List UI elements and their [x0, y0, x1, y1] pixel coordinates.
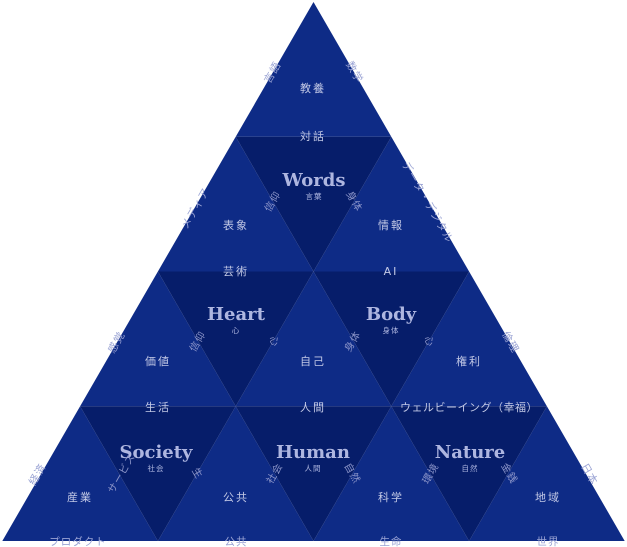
edge-label-bottom-1: プロダクト — [49, 535, 107, 547]
label-seikatsu: 生活 — [145, 400, 171, 414]
label-ai: AI — [384, 265, 399, 278]
label-kachi: 価値 — [145, 355, 171, 368]
concept-heart-label: Heart — [207, 304, 266, 325]
tile-down — [391, 406, 547, 541]
label-hyosho: 表象 — [223, 218, 249, 232]
label-ningen: 人間 — [300, 401, 326, 414]
tile-up — [2, 406, 158, 541]
label-joho: 情報 — [378, 219, 404, 232]
label-kokoro-body: 心 — [421, 334, 437, 350]
label-kenri: 権利 — [456, 354, 482, 368]
concept-human-label: Human — [276, 442, 350, 463]
concept-society-label: Society — [119, 442, 193, 463]
tile-up — [469, 406, 625, 541]
tile-up — [80, 271, 236, 407]
concept-body-label: Body — [366, 304, 417, 325]
label-geijutsu: 芸術 — [223, 265, 249, 278]
label-taiwa: 対話 — [300, 129, 326, 143]
label-kokoro-heart: 心 — [266, 334, 282, 350]
concept-heart-sub: 心 — [232, 326, 241, 335]
concept-body-sub: 身体 — [383, 325, 400, 335]
edge-label-bottom-4: 世界 — [537, 536, 560, 547]
tile-down — [235, 136, 392, 272]
label-kokyo: 公共 — [223, 491, 249, 504]
label-kyoyo: 教養 — [300, 81, 326, 95]
tile-down — [235, 406, 392, 541]
edge-label-bottom-2: 公共 — [225, 536, 248, 547]
label-sangyo: 産業 — [67, 491, 93, 504]
tile-down — [313, 271, 470, 407]
edge-label-bottom-3: 生命 — [380, 535, 403, 547]
tile-up — [157, 136, 314, 272]
tile-up — [235, 2, 392, 137]
triangle-tiles — [2, 2, 625, 541]
concept-society-sub: 社会 — [148, 463, 165, 473]
label-chiiki: 地域 — [535, 491, 561, 504]
tile-up — [391, 271, 547, 407]
tile-down — [80, 406, 236, 541]
concept-nature-sub: 自然 — [462, 463, 479, 473]
tile-down — [157, 271, 314, 407]
label-kagaku: 科学 — [378, 490, 404, 504]
label-wellbeing: ウェルビーイング（幸福） — [400, 400, 538, 414]
tile-up — [157, 406, 314, 541]
tile-up — [313, 136, 470, 272]
concept-nature-label: Nature — [435, 442, 505, 463]
concept-words-label: Words — [282, 170, 346, 191]
concept-words-sub: 言葉 — [306, 191, 323, 201]
tile-up — [313, 406, 470, 541]
tile-up — [235, 271, 392, 407]
concept-human-sub: 人間 — [305, 464, 322, 473]
label-jiko: 自己 — [300, 355, 326, 368]
